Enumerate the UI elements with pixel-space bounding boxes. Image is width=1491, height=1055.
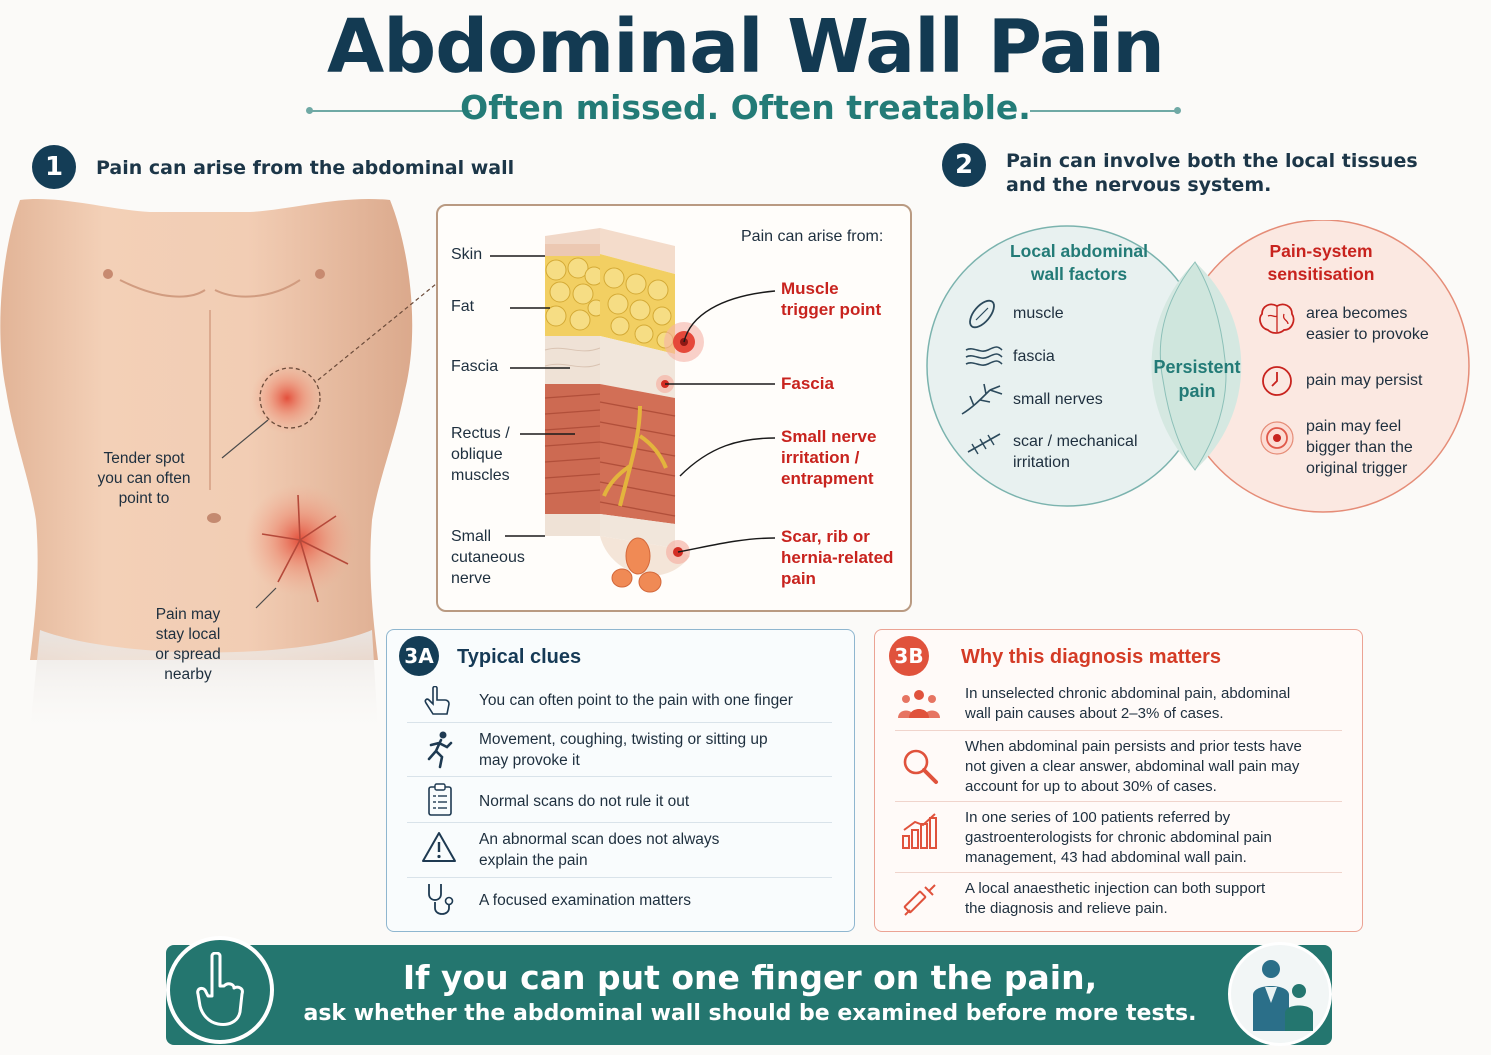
why-text: In unselected chronic abdominal pain, ab…	[965, 685, 1291, 722]
why-text: In one series of 100 patients referred b…	[965, 809, 1272, 866]
banner-sub-text: ask whether the abdominal wall should be…	[303, 1001, 1197, 1026]
subtitle-dot-left	[306, 107, 313, 114]
scar-icon	[967, 433, 1001, 455]
torso-illustration	[0, 198, 437, 730]
section-3b-badge: 3B	[889, 636, 929, 676]
why-matters-title: Why this diagnosis matters	[961, 646, 1222, 668]
source-fascia: Fascia	[781, 374, 834, 393]
subtitle-divider-right	[1030, 110, 1178, 112]
why-matters-card: 3B Why this diagnosis matters In unselec…	[874, 629, 1363, 932]
clue-text: Normal scans do not rule it out	[479, 793, 690, 810]
layer-fat-label: Fat	[451, 298, 475, 315]
section-3a-badge: 3A	[399, 636, 439, 676]
fascia-icon	[965, 346, 1003, 366]
local-item-muscle: muscle	[1013, 305, 1064, 322]
typical-clues-card: 3A Typical clues You can often point to …	[386, 629, 855, 932]
why-text: A local anaesthetic injection can both s…	[965, 880, 1266, 917]
bar-chart-icon	[902, 813, 937, 849]
magnifier-icon	[903, 749, 938, 784]
muscle-icon	[969, 299, 995, 329]
why-text: When abdominal pain persists and prior t…	[965, 738, 1302, 795]
list-item: You can often point to the pain with one…	[407, 680, 832, 723]
list-item: In one series of 100 patients referred b…	[895, 802, 1342, 873]
raised-finger-icon	[196, 952, 244, 1026]
local-item-fascia: fascia	[1013, 348, 1055, 365]
subtitle-dot-right	[1174, 107, 1181, 114]
sensitisation-item-persist: pain may persist	[1306, 372, 1423, 389]
clipboard-icon	[428, 783, 452, 816]
banner-main-text: If you can put one finger on the pain,	[402, 958, 1098, 997]
page-subtitle: Often missed. Often treatable.	[460, 88, 1031, 127]
stethoscope-icon	[428, 884, 454, 915]
warning-icon	[422, 832, 456, 862]
list-item: A local anaesthetic injection can both s…	[895, 873, 1342, 923]
list-item: Normal scans do not rule it out	[407, 777, 832, 823]
running-person-icon	[427, 731, 453, 769]
finger-badge	[166, 936, 274, 1044]
list-item: A focused examination matters	[407, 878, 832, 922]
syringe-icon	[903, 884, 936, 916]
section-1-badge: 1	[32, 145, 76, 189]
clue-text: Movement, coughing, twisting or sitting …	[479, 731, 768, 769]
local-item-nerves: small nerves	[1013, 391, 1103, 408]
clue-text: You can often point to the pain with one…	[479, 692, 793, 709]
typical-clues-title: Typical clues	[457, 646, 582, 668]
clock-icon	[1262, 366, 1292, 396]
doctor-patient-icon	[1253, 960, 1313, 1031]
page-title: Abdominal Wall Pain	[327, 4, 1165, 90]
section-1-title: Pain can arise from the abdominal wall	[96, 157, 515, 179]
layers-panel-title: Pain can arise from:	[741, 228, 884, 245]
list-item: When abdominal pain persists and prior t…	[895, 731, 1342, 802]
pointing-finger-icon	[424, 686, 450, 715]
tissue-cross-section	[490, 228, 776, 593]
bottom-banner	[166, 945, 1332, 1045]
target-icon	[1260, 421, 1294, 455]
nerve-icon	[961, 383, 1003, 415]
doctor-patient-badge	[1228, 942, 1332, 1046]
group-icon	[898, 690, 940, 718]
layer-fascia-label: Fascia	[451, 358, 499, 375]
clue-text: A focused examination matters	[479, 892, 691, 909]
subtitle-divider-left	[310, 110, 472, 112]
list-item: Movement, coughing, twisting or sitting …	[407, 723, 832, 777]
section-2-badge: 2	[942, 143, 986, 187]
brain-icon	[1259, 303, 1295, 334]
list-item: In unselected chronic abdominal pain, ab…	[895, 680, 1342, 731]
layer-skin-label: Skin	[451, 246, 483, 263]
